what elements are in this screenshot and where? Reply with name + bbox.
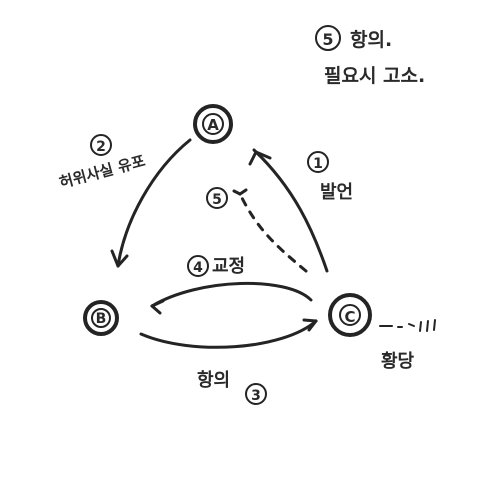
node-b-outer-ring <box>83 300 119 336</box>
node-c-outer-ring <box>328 293 372 337</box>
edge-b-to-c-upper-arrowhead-1 <box>150 299 165 308</box>
c-side-tick-3 <box>433 319 436 331</box>
number-badge-3 <box>245 383 267 405</box>
c-side-dash-3 <box>408 323 415 327</box>
top-right-marker: 5 <box>322 30 333 49</box>
edge-c-to-a <box>252 148 329 273</box>
c-side-label: 황당 <box>381 351 415 372</box>
edge-b-to-c-lower-arrowhead-1 <box>302 318 318 323</box>
number-badge-1 <box>307 151 329 173</box>
node-c-label: C <box>344 308 355 326</box>
top-right-line2: 필요시 고소. <box>324 65 425 87</box>
edge-cb-back-marker: 3 <box>251 388 261 404</box>
edge-ab-marker: 2 <box>96 139 106 155</box>
c-side-tick-1 <box>419 321 422 332</box>
top-right-note: 5 항의. 필요시 고소. <box>315 25 425 87</box>
edge-b-to-c-upper-arrowhead-2 <box>150 304 162 315</box>
edge-b-to-c-lower-arrowhead-2 <box>307 319 318 332</box>
edge-bc-exchange-label: 교정 <box>212 256 245 277</box>
edge-a-to-b-arrowhead-2 <box>116 254 129 268</box>
edge-ca-marker: 1 <box>313 156 323 172</box>
node-a-label: A <box>207 116 219 134</box>
node-a-inner-ring <box>202 113 224 135</box>
edge-ab-label: 허위사실 유포 <box>57 152 147 192</box>
node-c: C <box>328 293 372 337</box>
node-b: B <box>83 300 119 336</box>
node-b-label: B <box>96 311 107 327</box>
node-b-inner-ring <box>91 308 111 328</box>
edge-b-to-c-upper <box>150 281 313 308</box>
edge-a-to-b <box>116 138 192 268</box>
node-c-inner-ring <box>339 304 361 326</box>
number-badge-5-lower <box>206 187 228 209</box>
node-a: A <box>193 104 233 144</box>
top-right-line1: 항의. <box>350 29 392 51</box>
edge-c-to-a-dashed <box>238 192 308 273</box>
edge-a-to-b-arrowhead-1 <box>110 249 120 268</box>
edge-c-to-a-arrowhead-2 <box>254 150 272 160</box>
number-badge-5 <box>315 25 341 51</box>
edge-c-to-a-dashed-arrowhead-2 <box>238 188 248 196</box>
edge-cb-back-label: 항의 <box>197 370 230 391</box>
edge-ca-dashed-marker: 5 <box>212 192 222 208</box>
c-side-tick-2 <box>426 320 429 332</box>
edge-bc-exchange-marker: 4 <box>193 260 203 276</box>
number-badge-2 <box>90 134 112 156</box>
number-badge-4 <box>187 255 209 277</box>
edge-ca-label: 발언 <box>320 182 353 203</box>
edge-c-to-a-arrowhead-1 <box>248 150 258 166</box>
edge-b-to-c-lower <box>139 319 318 349</box>
node-a-outer-ring <box>193 104 233 144</box>
